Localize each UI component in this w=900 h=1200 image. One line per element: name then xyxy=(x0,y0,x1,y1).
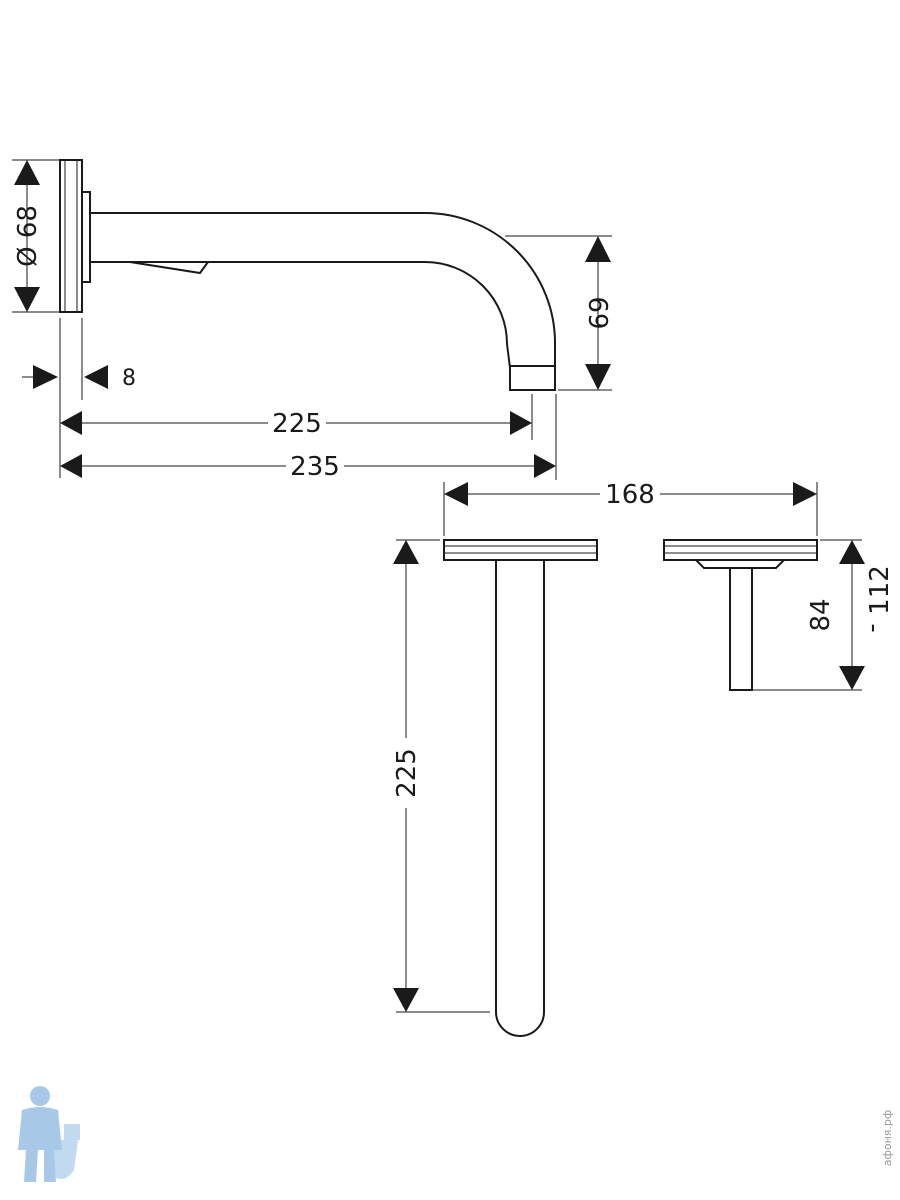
watermark-text: афоня.рф xyxy=(881,1110,894,1167)
wall-flange xyxy=(59,159,83,313)
label-handle-height: 84 xyxy=(806,598,836,631)
dim-handle-spacing: 168 xyxy=(443,480,818,536)
spout-outer xyxy=(90,212,556,368)
spout-side-view xyxy=(59,159,556,391)
dim-rough-length: 225 xyxy=(392,539,490,1013)
label-flange-diameter: Ø 68 xyxy=(13,205,43,267)
rough-in-body xyxy=(443,539,598,1037)
label-rough-length: 225 xyxy=(392,748,422,798)
label-overall-length: 235 xyxy=(290,452,340,482)
label-handle-depth: 112 xyxy=(865,565,895,615)
label-flange-thickness: 8 xyxy=(122,366,136,391)
label-spout-reach: 225 xyxy=(272,409,322,439)
spout-inner xyxy=(90,261,511,369)
spout-outlet xyxy=(509,365,556,391)
handle-side-view xyxy=(663,539,818,691)
dim-flange-diameter: Ø 68 xyxy=(12,159,60,313)
dim-flange-thickness: 8 xyxy=(22,318,136,400)
label-handle-separator: - xyxy=(857,623,887,632)
label-spout-drop: 69 xyxy=(585,296,615,329)
label-handle-spacing: 168 xyxy=(605,480,655,510)
dim-spout-reach: 225 xyxy=(59,394,533,440)
dim-handle-height: 84 - 112 xyxy=(752,539,895,691)
dim-spout-drop: 69 xyxy=(505,235,615,391)
plumber-mascot-icon xyxy=(18,1086,80,1182)
dim-overall-length: 235 xyxy=(59,394,557,482)
spout-lever xyxy=(129,261,209,275)
flange-collar xyxy=(81,191,91,283)
